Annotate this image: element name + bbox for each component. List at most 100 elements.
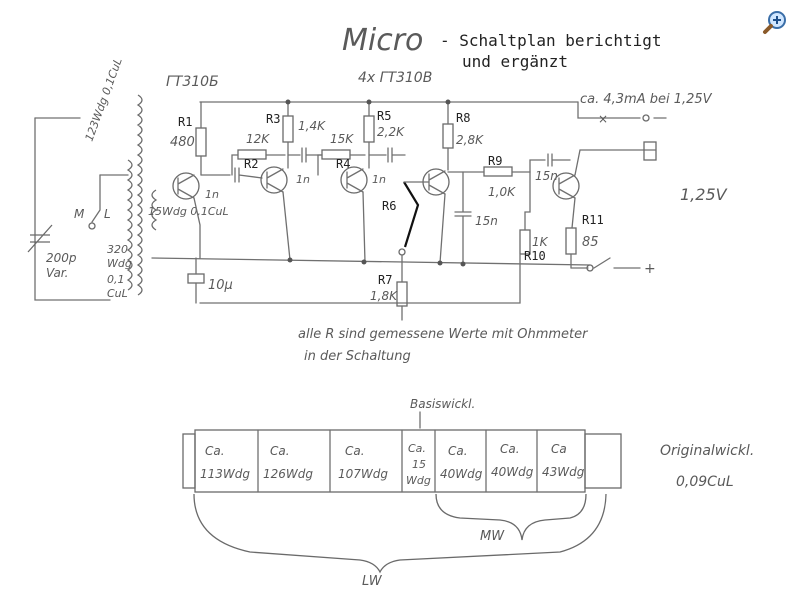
- transistor-T3: [340, 166, 368, 194]
- bottom-return: [199, 254, 521, 304]
- svg-text:15K: 15K: [330, 132, 354, 146]
- note-line-2: in der Schaltung: [304, 349, 411, 364]
- svg-text:Wdg: Wdg: [107, 257, 132, 270]
- svg-text:43Wdg: 43Wdg: [542, 465, 585, 479]
- svg-text:126Wdg: 126Wdg: [263, 467, 313, 481]
- transistor-T5: [552, 172, 580, 200]
- svg-text:R10: R10: [524, 249, 546, 263]
- svg-text:R8: R8: [456, 111, 470, 125]
- svg-text:1n: 1n: [372, 173, 386, 186]
- secondary-coil: [126, 159, 133, 291]
- svg-text:Ca.: Ca.: [408, 442, 426, 455]
- svg-text:40Wdg: 40Wdg: [491, 465, 534, 479]
- svg-text:R2: R2: [244, 157, 258, 171]
- coil-form: [194, 429, 586, 493]
- subtitle-line-2: und ergänzt: [462, 52, 568, 71]
- svg-text:85: 85: [582, 235, 599, 250]
- coil-form-end-right: [584, 433, 622, 489]
- resistor-R11: [565, 227, 577, 255]
- tuning-cap-value: 200p: [46, 251, 77, 265]
- tuning-cap-type: Var.: [46, 266, 68, 280]
- svg-text:15n: 15n: [475, 214, 498, 228]
- coupling-capacitor-1: [200, 167, 263, 183]
- coil-form-end-left: [182, 433, 196, 489]
- diagram-title: Micro: [342, 23, 423, 58]
- left-frame-wire: [34, 117, 111, 301]
- svg-text:2,2K: 2,2K: [377, 125, 405, 139]
- svg-text:×: ×: [598, 112, 608, 126]
- switch-L-label: L: [104, 207, 111, 221]
- svg-text:1,4K: 1,4K: [298, 119, 326, 133]
- supply-terminal-minus: [642, 114, 650, 122]
- switch-M-label: M: [74, 207, 85, 221]
- svg-text:Ca.: Ca.: [448, 444, 468, 458]
- svg-text:R4: R4: [336, 157, 350, 171]
- svg-text:1n: 1n: [205, 188, 219, 201]
- lw-label: LW: [362, 574, 383, 589]
- basis-winding-label: Basiswickl.: [410, 397, 475, 411]
- svg-text:R6: R6: [382, 199, 396, 213]
- capacitor-15n-b: [529, 153, 571, 173]
- svg-text:1,0K: 1,0K: [488, 185, 516, 199]
- resistor-R3: [282, 115, 294, 143]
- svg-text:10µ: 10µ: [208, 278, 233, 293]
- resistor-R9: [483, 166, 513, 177]
- svg-text:320: 320: [107, 243, 128, 256]
- svg-text:R11: R11: [582, 213, 604, 227]
- bottom-rail: [151, 257, 591, 266]
- magnifier-plus-icon: [763, 11, 786, 34]
- capacitor-10u: [187, 273, 205, 284]
- svg-text:R1: R1: [178, 115, 192, 129]
- svg-text:0,1: 0,1: [107, 273, 125, 286]
- supply-voltage-label: 1,25V: [680, 185, 728, 204]
- supply-wire-top: [577, 101, 641, 119]
- svg-text:R5: R5: [377, 109, 391, 123]
- svg-text:2,8K: 2,8K: [456, 133, 484, 147]
- resistor-R8: [442, 123, 454, 149]
- svg-text:Wdg: Wdg: [406, 474, 431, 487]
- svg-text:1K: 1K: [532, 235, 549, 249]
- resistor-R6-shorted: [403, 181, 420, 248]
- svg-text:R9: R9: [488, 154, 502, 168]
- primary-coil-label: 123Wdg 0,1CuL: [83, 56, 125, 143]
- svg-text:40Wdg: 40Wdg: [440, 467, 483, 481]
- svg-text:12K: 12K: [246, 132, 270, 146]
- supply-current-label: ca. 4,3mA bei 1,25V: [580, 92, 713, 107]
- svg-text:Ca.: Ca.: [205, 444, 225, 458]
- note-line-1: alle R sind gemessene Werte mit Ohmmeter: [298, 327, 589, 342]
- subtitle-line-1: - Schaltplan berichtigt: [440, 31, 662, 50]
- svg-text:Ca.: Ca.: [500, 442, 520, 456]
- zoom-in-button[interactable]: [762, 10, 788, 36]
- svg-text:CuL: CuL: [107, 287, 128, 300]
- svg-text:480: 480: [170, 135, 195, 150]
- transistor-label-left: ГТ310Б: [166, 74, 219, 90]
- transistor-T2: [260, 166, 288, 194]
- svg-text:R7: R7: [378, 273, 392, 287]
- resistor-R5: [363, 115, 375, 143]
- tuning-capacitor: [27, 224, 53, 253]
- svg-text:15n: 15n: [535, 169, 558, 183]
- svg-text:1,8K: 1,8K: [370, 289, 398, 303]
- svg-text:15: 15: [412, 458, 426, 471]
- base-coil-label: 15Wdg 0,1CuL: [148, 205, 229, 218]
- primary-coil: [136, 94, 143, 296]
- transistor-T1: [172, 172, 200, 200]
- original-wire-label: 0,09CuL: [676, 474, 734, 490]
- supply-terminal-plus: +: [644, 261, 656, 277]
- svg-text:Ca: Ca: [551, 442, 567, 456]
- coupling-capacitor-2: [287, 147, 323, 163]
- svg-text:107Wdg: 107Wdg: [338, 467, 388, 481]
- mw-brace: [435, 493, 587, 541]
- capacitor-15n-a: [454, 171, 472, 265]
- svg-text:1n: 1n: [296, 173, 310, 186]
- mw-label: MW: [480, 529, 505, 544]
- coupling-capacitor-3: [368, 147, 406, 163]
- svg-text:R3: R3: [266, 112, 280, 126]
- original-winding-label: Originalwickl.: [660, 443, 754, 459]
- resistor-R1: [195, 127, 207, 157]
- lw-brace: [193, 493, 607, 574]
- winding-dividers: [257, 429, 538, 493]
- earphone: [643, 141, 657, 161]
- svg-text:Ca.: Ca.: [270, 444, 290, 458]
- svg-text:Ca.: Ca.: [345, 444, 365, 458]
